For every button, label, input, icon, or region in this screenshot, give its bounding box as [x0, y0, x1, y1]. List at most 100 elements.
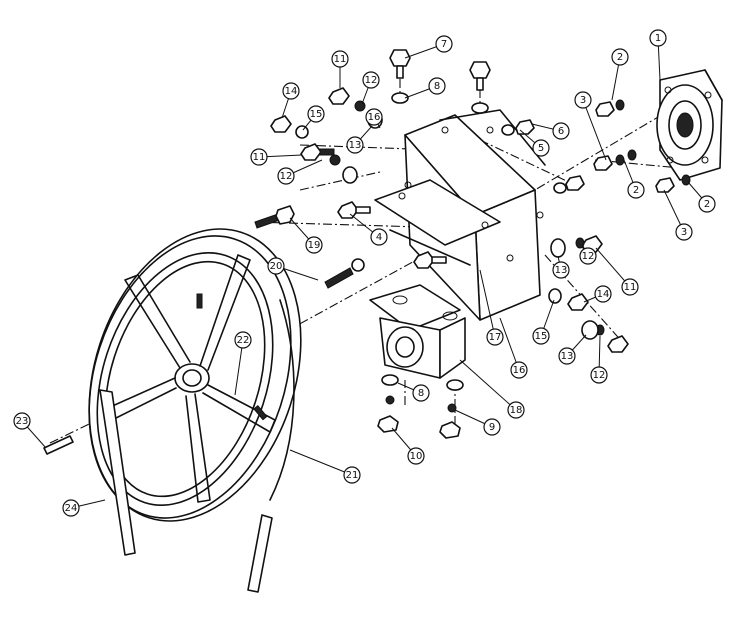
callout-number: 2 [704, 199, 710, 210]
callout-9: 9 [454, 409, 501, 436]
callout-2: 2 [623, 159, 645, 199]
callout-20: 20 [267, 257, 319, 281]
callout-14: 14 [583, 285, 612, 303]
callout-10: 10 [391, 427, 425, 465]
callout-6: 6 [531, 122, 570, 140]
callout-number: 9 [489, 422, 495, 433]
callout-bubble [579, 247, 597, 265]
callout-3: 3 [663, 189, 693, 241]
callout-number: 20 [270, 261, 283, 272]
callout-bubble [346, 136, 364, 154]
hex-bolts [270, 49, 629, 353]
callout-bubble [611, 48, 629, 66]
v-belt [99, 389, 273, 593]
set-screws [196, 293, 268, 421]
pulley-wheel [88, 228, 302, 522]
callout-23: 23 [13, 412, 47, 449]
callout-leader-line [234, 339, 244, 396]
callout-bubble [407, 447, 425, 465]
callout-leader-line [595, 247, 631, 288]
callout-number: 16 [513, 365, 526, 376]
callout-bubble [558, 347, 576, 365]
callout-21: 21 [289, 449, 361, 484]
callout-7: 7 [404, 35, 453, 59]
callout-bubble [552, 261, 570, 279]
callout-8: 8 [397, 382, 430, 402]
callout-bubble [277, 167, 295, 185]
callout-bubble [267, 257, 285, 275]
callout-bubble [412, 384, 430, 402]
callout-19: 19 [289, 217, 323, 254]
callout-bubble [532, 327, 550, 345]
callout-number: 23 [16, 416, 29, 427]
callout-number: 4 [376, 232, 382, 243]
callout-leader-line [479, 269, 496, 338]
callout-bubble [13, 412, 31, 430]
callout-5: 5 [519, 129, 550, 157]
callout-number: 15 [310, 109, 323, 120]
callout-bubble [62, 499, 80, 517]
callout-bubble [483, 418, 501, 436]
callout-16: 16 [365, 108, 383, 129]
callout-22: 22 [234, 331, 252, 396]
callout-bubble [698, 195, 716, 213]
callout-leader-line [459, 359, 517, 411]
callout-12: 12 [361, 71, 380, 105]
callout-18: 18 [459, 359, 525, 419]
callout-13: 13 [552, 255, 570, 279]
callout-bubble [370, 228, 388, 246]
callout-number: 11 [334, 54, 347, 65]
mounting-bracket [374, 109, 546, 321]
callout-2: 2 [687, 181, 716, 213]
callout-number: 15 [535, 331, 548, 342]
callout-number: 14 [597, 289, 610, 300]
callout-number: 22 [237, 335, 250, 346]
callout-12: 12 [277, 159, 323, 185]
callout-number: 21 [346, 470, 359, 481]
callout-bubble [282, 82, 300, 100]
callout-16: 16 [499, 317, 528, 379]
callout-number: 13 [555, 265, 568, 276]
callout-number: 7 [441, 39, 447, 50]
callout-4: 4 [349, 213, 388, 246]
callout-leader-line [499, 317, 520, 371]
callout-number: 13 [561, 351, 574, 362]
callout-bubble [590, 366, 608, 384]
callout-13: 13 [346, 125, 373, 154]
callout-1: 1 [649, 29, 667, 81]
callout-bubble [362, 71, 380, 89]
callout-bubble [510, 361, 528, 379]
callout-bubble [627, 181, 645, 199]
callout-number: 19 [308, 240, 321, 251]
callout-14: 14 [281, 82, 300, 119]
washers-nuts [295, 92, 691, 439]
callout-8: 8 [404, 77, 446, 99]
callout-number: 2 [633, 185, 639, 196]
callout-24: 24 [62, 499, 106, 517]
key-pin [43, 435, 74, 455]
callout-bubble [343, 466, 361, 484]
callout-11: 11 [595, 247, 639, 296]
callout-11: 11 [250, 148, 303, 166]
callout-bubble [621, 278, 639, 296]
callout-bubble [234, 331, 252, 349]
callout-number: 12 [280, 171, 293, 182]
callout-bubble [675, 223, 693, 241]
callout-12: 12 [579, 243, 597, 265]
callout-bubble [305, 236, 323, 254]
callout-number: 3 [580, 95, 586, 106]
callout-number: 12 [582, 251, 595, 262]
callout-bubble [250, 148, 268, 166]
callout-number: 24 [65, 503, 78, 514]
callout-bubble [649, 29, 667, 47]
callout-number: 8 [434, 81, 440, 92]
callout-number: 10 [410, 451, 423, 462]
callout-2: 2 [611, 48, 629, 101]
callout-15: 15 [532, 299, 555, 345]
callout-leader-line [289, 449, 353, 476]
callout-17: 17 [479, 269, 504, 346]
callout-13: 13 [558, 334, 587, 365]
callout-bubble [486, 328, 504, 346]
